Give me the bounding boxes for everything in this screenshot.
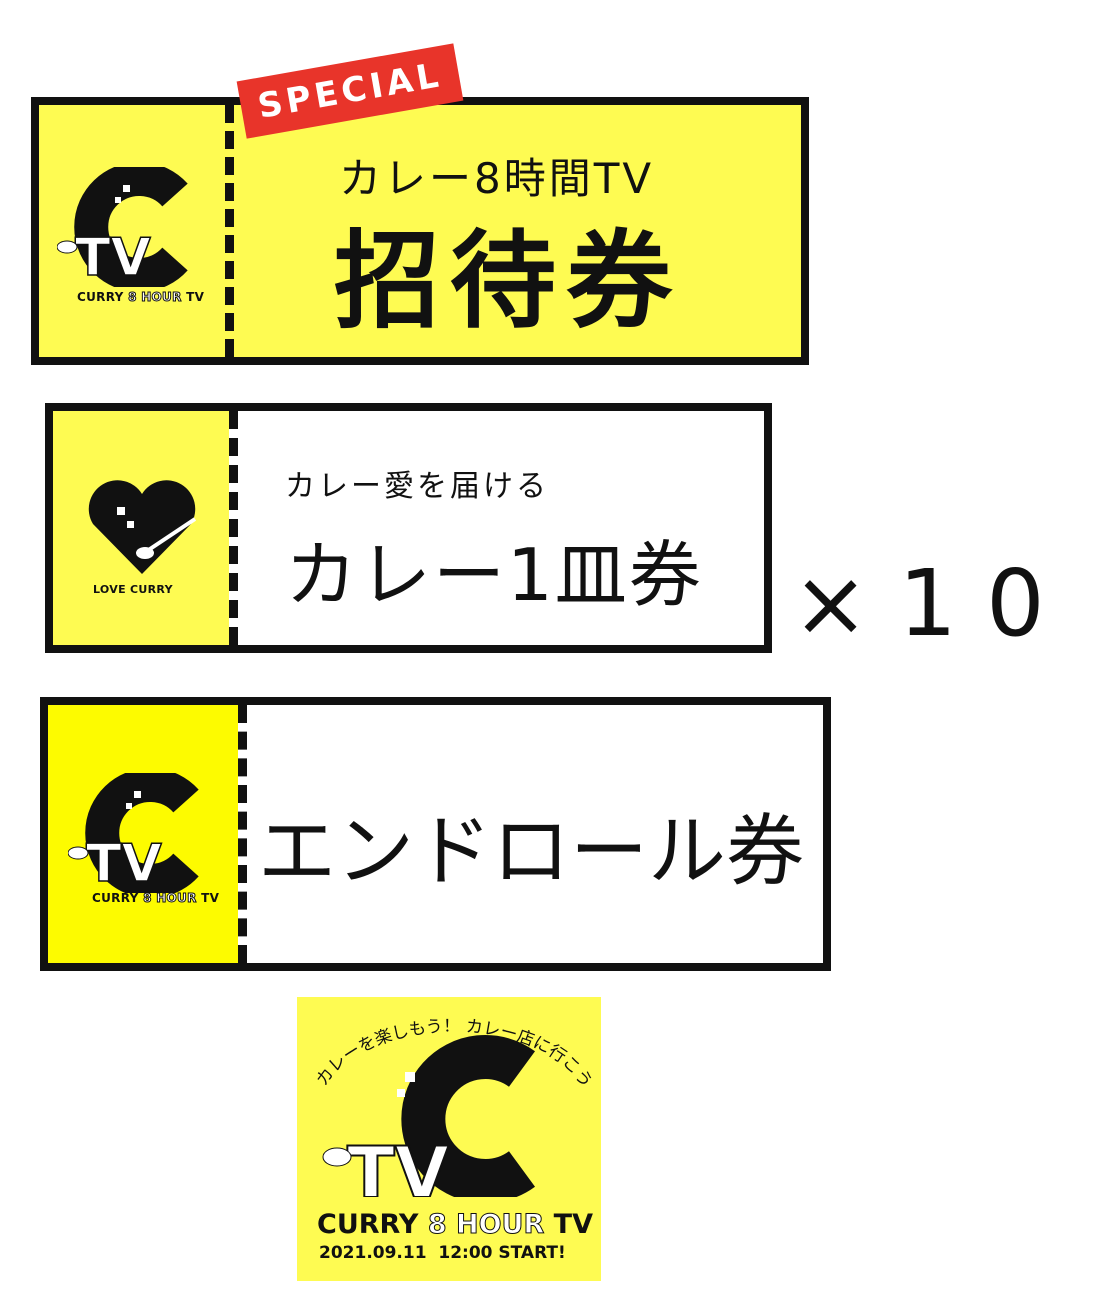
logo-caption: CURRY 8 HOUR TV	[92, 891, 220, 906]
ticket-subtitle: カレー8時間TV	[339, 154, 655, 203]
poster-date: 2021.09.11 12:00 START!	[319, 1243, 566, 1263]
perforation-line	[229, 411, 238, 645]
ticket-title: 招待券	[334, 220, 682, 343]
poster-brand: CURRY 8 HOUR TV	[317, 1209, 593, 1241]
curry-tv-logo-icon: TV	[68, 773, 199, 893]
logo-caption: LOVE CURRY	[93, 583, 173, 596]
poster-logo-icon: カレーを楽しもう！ カレー店に行こう！ TV	[297, 997, 596, 1197]
perforation-line	[225, 105, 234, 357]
ticket-title: カレー1皿券	[285, 533, 703, 617]
logo-caption: CURRY 8 HOUR TV	[77, 290, 205, 305]
quantity-multiplier: × 1 0	[792, 550, 1045, 657]
special-invitation-ticket: TV CURRY 8 HOUR TV カレー8時間TV 招待券	[31, 97, 809, 365]
curry-tv-logo-icon: TV	[57, 167, 188, 287]
svg-text:TV: TV	[75, 228, 151, 287]
ticket-subtitle: カレー愛を届ける	[285, 469, 549, 504]
love-curry-heart-icon	[88, 480, 197, 574]
ticket-title: エンドロール券	[258, 807, 805, 897]
curry-8-hour-tv-poster: カレーを楽しもう！ カレー店に行こう！ TV CURRY 8 HOUR TV 2…	[297, 997, 601, 1281]
end-roll-ticket: TV CURRY 8 HOUR TV エンドロール券	[40, 697, 831, 971]
svg-text:TV: TV	[86, 834, 162, 893]
curry-plate-ticket: LOVE CURRY カレー愛を届ける カレー1皿券	[45, 403, 772, 653]
perforation-line	[238, 705, 247, 963]
svg-text:TV: TV	[347, 1132, 449, 1197]
ticket-stub	[48, 705, 238, 963]
